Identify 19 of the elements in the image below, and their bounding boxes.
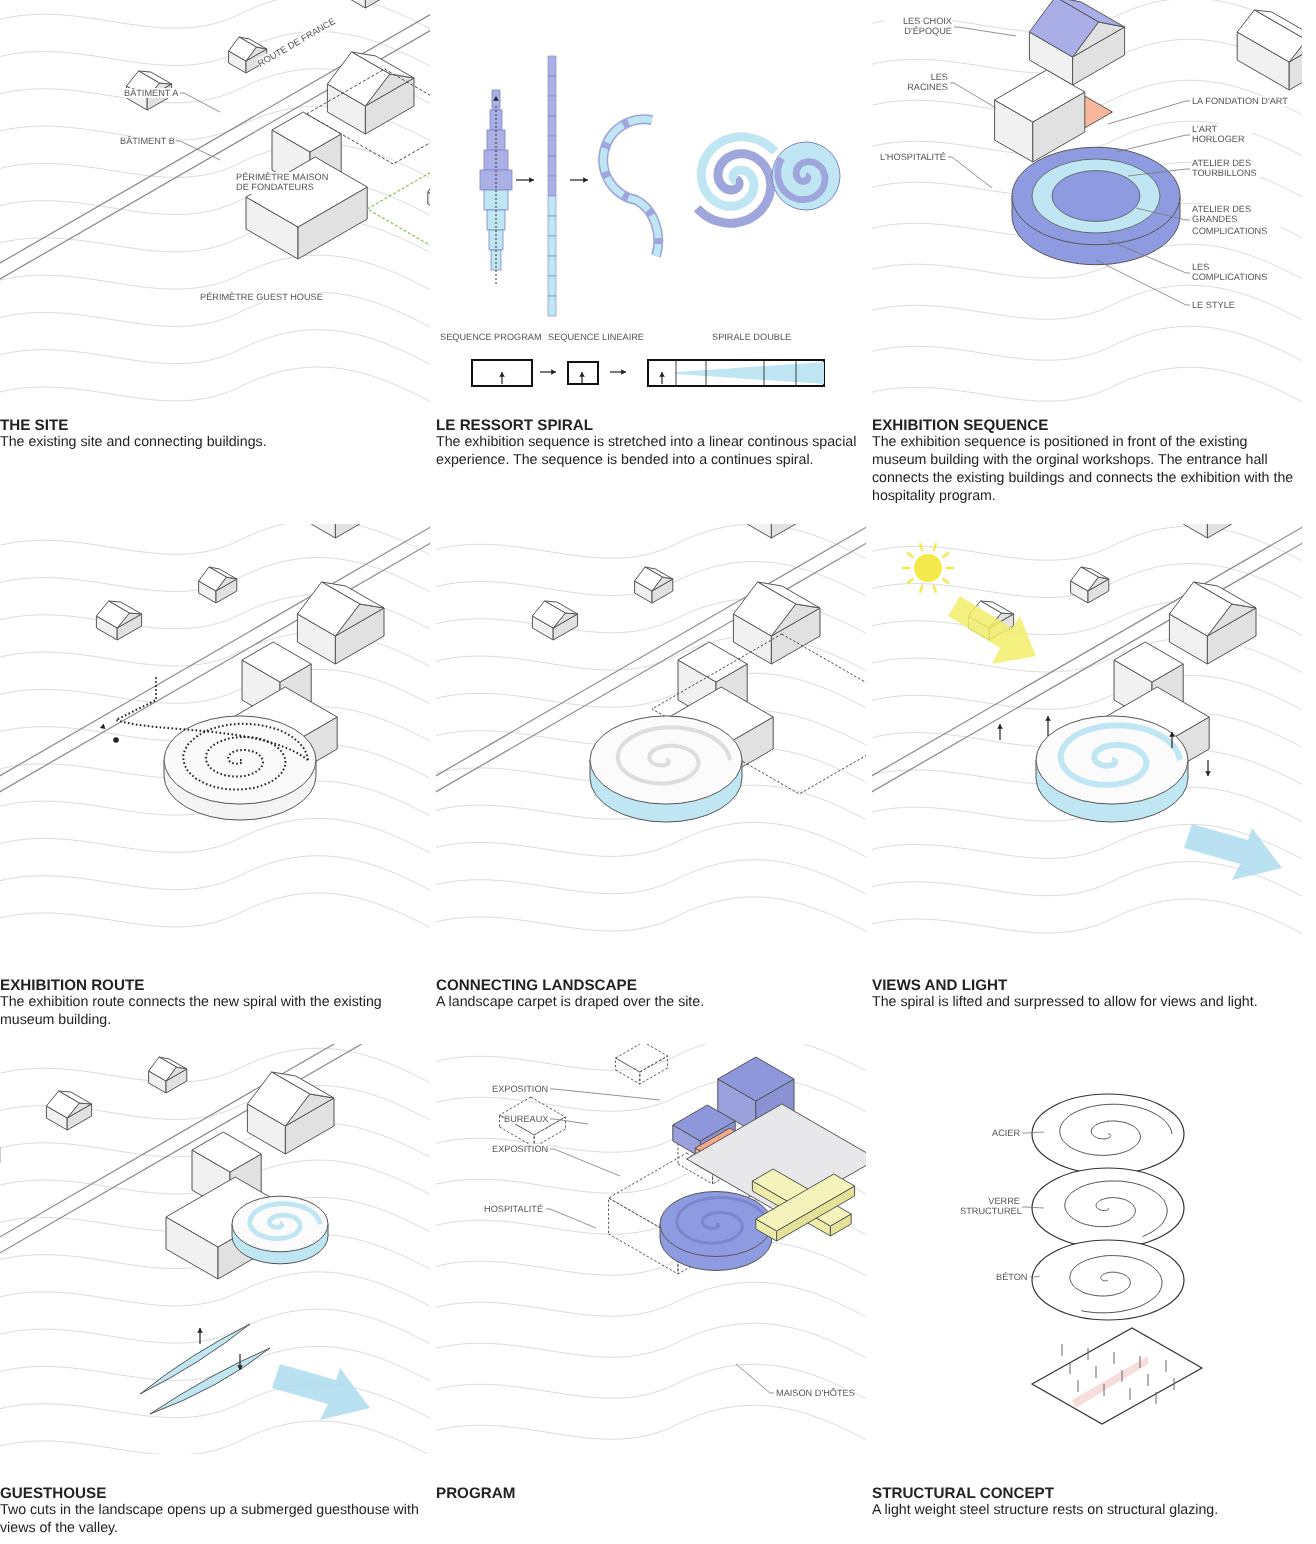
leader-line — [949, 82, 997, 109]
leader-line — [1095, 259, 1191, 306]
leader-line — [735, 1363, 775, 1394]
leader-line — [1107, 239, 1191, 274]
leader-line — [549, 1088, 661, 1101]
leader-line — [549, 1118, 589, 1125]
leader-line — [1115, 134, 1191, 153]
leader-line — [947, 156, 993, 189]
leader-line — [1021, 1131, 1045, 1134]
leader-line — [1021, 1206, 1045, 1209]
leader-line — [545, 1208, 597, 1229]
leader-line — [1029, 1275, 1041, 1278]
leader-line — [1135, 207, 1191, 221]
leader-line — [549, 1148, 621, 1177]
leader-line — [1127, 168, 1191, 177]
leader-line — [179, 92, 221, 113]
leader-line — [175, 140, 221, 161]
leader-line — [1107, 100, 1191, 125]
leader-line — [953, 26, 1017, 37]
